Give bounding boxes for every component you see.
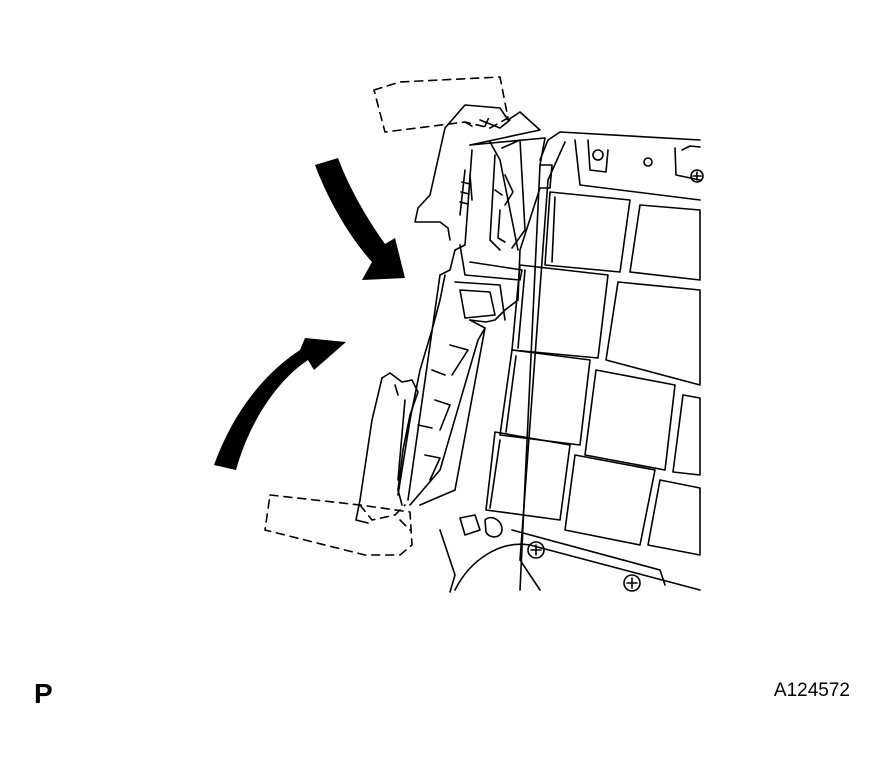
screw-head: [527, 541, 545, 559]
screw-head: [690, 169, 704, 183]
lower-flap-phantom: [264, 494, 413, 556]
junction-block-panel: [454, 131, 704, 591]
arrow-down-icon: [315, 158, 405, 280]
view-letter-label: P: [34, 678, 53, 709]
mounting-hole: [643, 157, 653, 167]
figure-code-label: A124572: [773, 680, 850, 701]
cover-bracket: [397, 137, 553, 506]
upper-cover-flap: [414, 104, 541, 241]
lower-cover-flap: [355, 372, 419, 524]
lower-bracket: [439, 514, 666, 593]
arrow-up-icon: [214, 338, 346, 470]
mounting-hole: [592, 149, 604, 161]
upper-flap-phantom: [373, 76, 509, 133]
relay-cells: [485, 191, 701, 556]
screw-head: [623, 574, 641, 592]
